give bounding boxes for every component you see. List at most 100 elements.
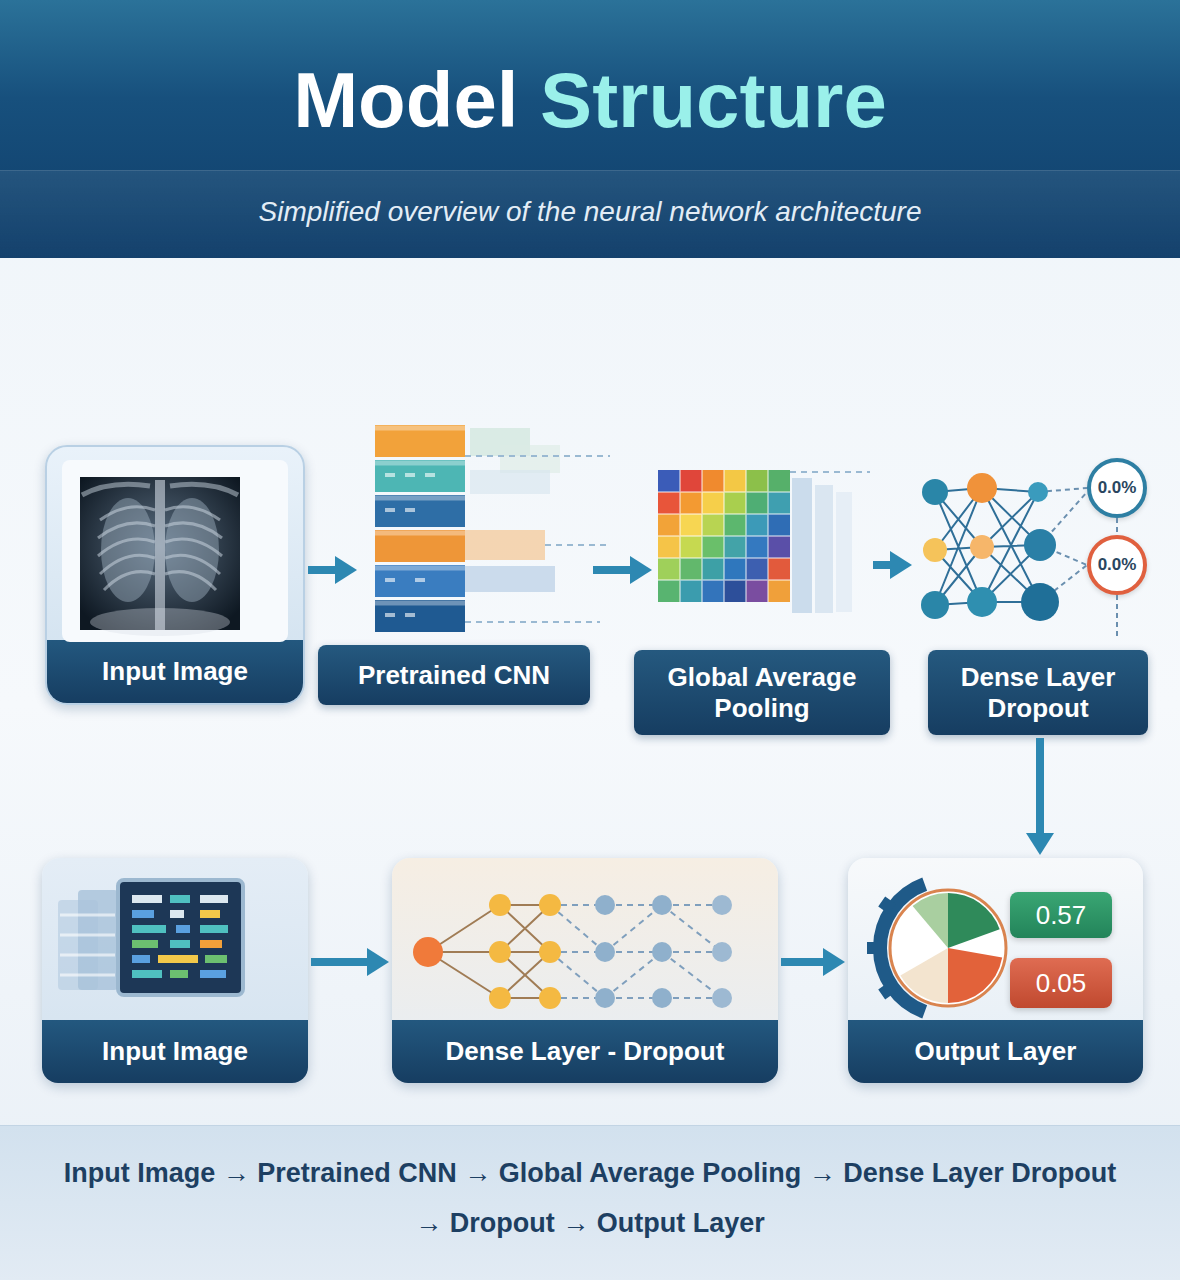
pooling-heatmap [724,514,746,536]
cnn-illustration [375,425,610,632]
arrow-head [367,948,389,976]
pooling-stage: Global Average Pooling [655,455,870,735]
pooling-heatmap [746,536,768,558]
cnn-illustration [470,428,530,456]
arrow-head [1026,833,1054,855]
arrow-line [593,566,632,574]
decor-line [40,772,1040,773]
output-circle: 0.0% [1087,535,1147,595]
dense-network [1024,529,1056,561]
pooling-heatmap [680,492,702,514]
cnn-illustration [375,600,465,632]
cnn-illustration [375,565,465,597]
flow-caption: Input Image → Pretrained CNN → Global Av… [50,1148,1130,1248]
pooling-heatmap [680,514,702,536]
score-box: 0.57 [1010,892,1112,938]
dense-network [921,591,949,619]
pooling-heatmap [680,558,702,580]
pooling-heatmap [680,470,702,492]
cnn-stage: Pretrained CNN [360,420,590,705]
pooling-heatmap [702,492,724,514]
pooling-heatmap [658,536,680,558]
label-pill: Dense Layer Dropout [928,650,1148,735]
pooling-heatmap [658,470,870,613]
decor-line [40,770,1040,774]
pooling-heatmap [746,558,768,580]
pooling-heatmap [768,492,790,514]
cnn-illustration [375,530,465,562]
node-label: Pretrained CNN [358,660,550,691]
pooling-heatmap [702,536,724,558]
cnn-illustration [465,456,610,622]
label-bar: Dense Layer - Dropout [392,1020,778,1083]
cnn-illustration [375,428,465,603]
output-card: Output Layer 0.57 0.05 [848,858,1143,1083]
dense-network [922,479,948,505]
dense-network [923,538,947,562]
input-card: Input Image [45,445,305,705]
pooling-heatmap [746,514,768,536]
label-bar: Output Layer [848,1020,1143,1083]
cnn-illustration [375,460,465,492]
node-label: Dense Layer Dropout [940,662,1136,723]
pooling-heatmap [768,470,790,492]
cnn-illustration [470,470,550,494]
node-label: Global Average Pooling [646,662,878,723]
output-circle: 0.0% [1087,458,1147,518]
node-label: 0.05 [1036,968,1087,999]
cnn-illustration [385,475,435,615]
label-pill: Global Average Pooling [634,650,890,735]
arrow-line [308,566,337,574]
pooling-heatmap [768,580,790,602]
pooling-heatmap [724,536,746,558]
label-pill: Pretrained CNN [318,645,590,705]
input-card: Input Image [42,858,308,1083]
diagram-title: Model Structure [293,60,887,142]
arrow-line [311,958,369,966]
cnn-illustration [375,495,465,527]
subtitle: Simplified overview of the neural networ… [0,195,1180,229]
pooling-heatmap [658,470,680,492]
pooling-heatmap [702,514,724,536]
label-bar: Input Image [42,1020,308,1083]
cnn-illustration [375,425,465,457]
pooling-heatmap [724,492,746,514]
dense-network [1028,482,1048,502]
pooling-heatmap [702,558,724,580]
dense-network [967,587,997,617]
pooling-heatmap [658,580,680,602]
score-box: 0.05 [1010,958,1112,1008]
dense-network [970,535,994,559]
flow-arrow [593,556,652,584]
flow-arrow [308,556,357,584]
node-label: 0.57 [1036,900,1087,931]
pooling-heatmap [768,536,790,558]
arrow-line [873,561,892,569]
flow-arrow [311,948,389,976]
pooling-heatmap [658,470,790,602]
pooling-heatmap [724,470,746,492]
pooling-heatmap [724,580,746,602]
node-label: Dense Layer - Dropout [446,1037,725,1067]
dense-network [1021,583,1059,621]
pooling-heatmap [724,558,746,580]
footer-band [0,1125,1180,1280]
pooling-heatmap [702,580,724,602]
pooling-heatmap [768,514,790,536]
arrow-line [1036,738,1044,835]
pooling-heatmap [746,470,768,492]
pooling-heatmap [680,580,702,602]
cnn-illustration [465,530,545,560]
node-label: 0.0% [1098,478,1137,498]
arrow-head [823,948,845,976]
flow-arrow [873,551,912,579]
pooling-heatmap [792,478,812,613]
pooling-heatmap [746,492,768,514]
pooling-heatmap [658,514,680,536]
dense-network [935,488,1040,605]
pooling-heatmap [658,492,680,514]
cnn-illustration [465,566,555,592]
pooling-heatmap [746,580,768,602]
pooling-heatmap [815,485,833,613]
cnn-illustration [500,445,560,473]
